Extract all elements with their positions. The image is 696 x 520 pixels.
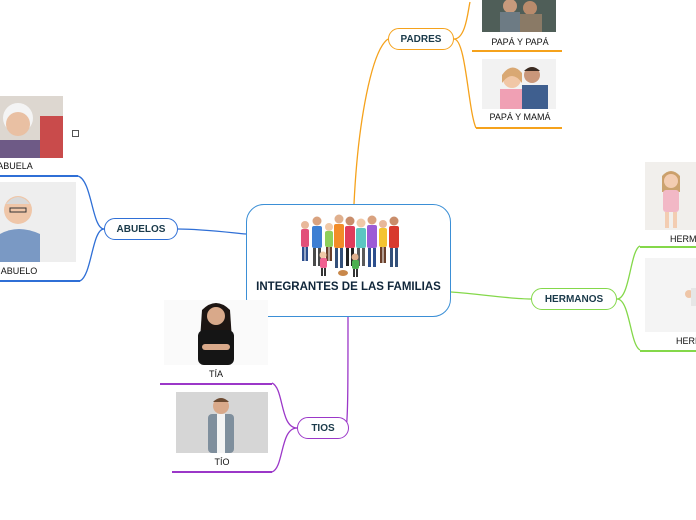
photo-papa-papa [482, 0, 556, 32]
link-abuelo [79, 228, 105, 282]
branch-abuelos-label: ABUELOS [116, 223, 166, 235]
link-abuelos [177, 228, 247, 235]
central-topic[interactable]: INTEGRANTES DE LAS FAMILIAS [246, 204, 451, 317]
external-link-icon[interactable] [72, 130, 79, 137]
branch-hermanos-label: HERMANOS [544, 293, 604, 305]
caption-hermano: HERMANO [676, 336, 696, 346]
photo-papa-mama [482, 59, 556, 109]
family-group-illustration [301, 214, 399, 277]
branch-tios[interactable]: TIOS [297, 417, 349, 439]
link-papa-mama [453, 38, 477, 129]
branch-padres-label: PADRES [400, 33, 442, 45]
caption-abuelo: ABUELO [0, 266, 38, 276]
photo-hermano [645, 258, 696, 332]
caption-papa-mama: PAPÁ Y MAMÁ [489, 112, 551, 122]
branch-tios-label: TIOS [311, 422, 335, 434]
branch-padres[interactable]: PADRES [388, 28, 454, 50]
central-topic-title: INTEGRANTES DE LAS FAMILIAS [256, 281, 441, 293]
underline-papa-mama [476, 127, 562, 129]
photo-abuela [0, 96, 63, 158]
photo-hermana [645, 162, 696, 230]
caption-hermana: HERMANA [670, 234, 696, 244]
caption-abuela: ABUELA [0, 161, 33, 171]
link-hermano [616, 298, 641, 351]
link-tia [271, 382, 298, 429]
underline-hermana [640, 246, 696, 248]
underline-papa-papa [472, 50, 562, 52]
underline-tia [160, 383, 272, 385]
caption-tia: TÍA [208, 369, 223, 379]
photo-tia [164, 300, 268, 365]
branch-hermanos[interactable]: HERMANOS [531, 288, 617, 310]
branch-abuelos[interactable]: ABUELOS [104, 218, 178, 240]
link-hermana [616, 245, 641, 300]
link-tio [271, 427, 298, 473]
underline-abuela [0, 175, 78, 177]
photo-tio [176, 392, 268, 453]
caption-tio: TÍO [214, 457, 230, 467]
link-tios [345, 316, 349, 429]
underline-hermano [640, 350, 696, 352]
underline-tio [172, 471, 272, 473]
underline-abuelo [0, 280, 80, 282]
link-abuela [77, 175, 105, 230]
link-hermanos [450, 291, 532, 300]
photo-abuelo [0, 182, 76, 262]
link-padres [353, 38, 389, 205]
link-papa-papa [453, 1, 471, 40]
caption-papa-papa: PAPÁ Y PAPÁ [491, 37, 549, 47]
